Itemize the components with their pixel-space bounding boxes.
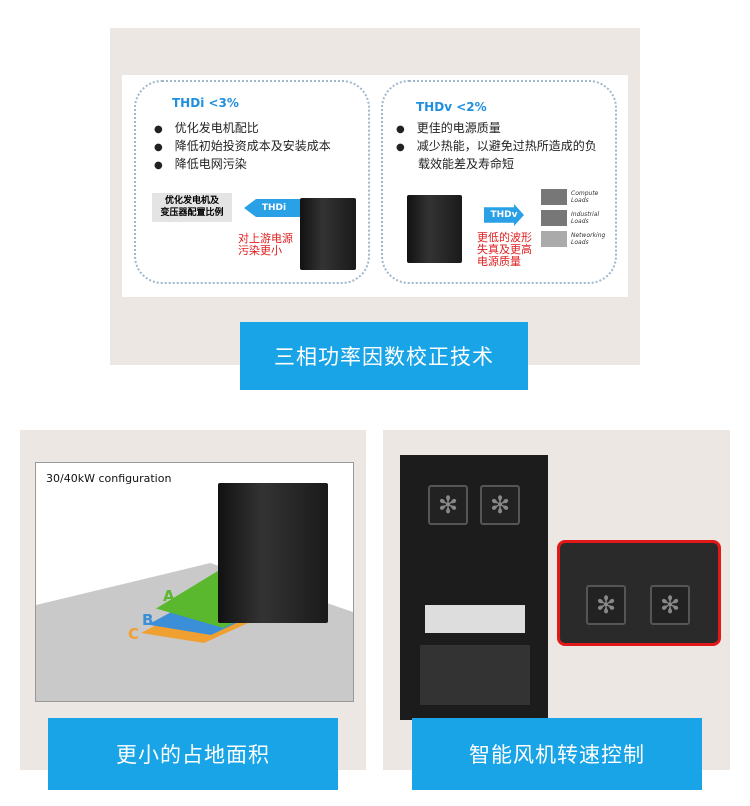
- load-label: Loads: [571, 239, 589, 246]
- ratio-box: 优化发电机及 变压器配置比例: [152, 193, 232, 222]
- caption: 30/40kW configuration: [46, 472, 172, 485]
- bullet: 降低初始投资成本及安装成本: [154, 138, 331, 156]
- bullet: 优化发电机配比: [154, 120, 331, 138]
- ups-rear-image: ✻ ✻: [400, 455, 548, 720]
- note-line: 对上游电源: [238, 232, 293, 245]
- note-line: 电源质量: [477, 255, 521, 268]
- breaker-panel: [425, 605, 525, 633]
- bullet: 减少热能，以避免过热所造成的负载效能差及寿命短: [396, 138, 606, 173]
- ups-image: [407, 195, 462, 263]
- load-label: Industrial: [571, 211, 600, 218]
- fan-label: 智能风机转速控制: [412, 718, 702, 790]
- terminal-panel: [420, 645, 530, 705]
- ratio-line: 变压器配置比例: [160, 208, 224, 218]
- thdv-note: 更低的波形 失真及更高 电源质量: [477, 232, 532, 268]
- fan-icon: ✻: [586, 585, 626, 625]
- fan-inset: ✻ ✻: [557, 540, 721, 646]
- note-line: 污染更小: [238, 244, 282, 257]
- footprint-image: 30/40kW configuration A B C: [35, 462, 354, 702]
- ups-image: [218, 483, 328, 623]
- letter-b: B: [142, 611, 154, 629]
- thdi-bullets: 优化发电机配比 降低初始投资成本及安装成本 降低电网污染: [154, 120, 331, 174]
- fan-icon: ✻: [480, 485, 520, 525]
- note-line: 失真及更高: [477, 243, 532, 256]
- thdi-note: 对上游电源 污染更小: [238, 233, 293, 257]
- letter-a: A: [163, 587, 175, 605]
- thdv-bullets: 更佳的电源质量 减少热能，以避免过热所造成的负载效能差及寿命短: [396, 120, 606, 173]
- industrial-image: [541, 210, 567, 226]
- bullet: 更佳的电源质量: [396, 120, 606, 138]
- load-label: Networking: [571, 232, 606, 239]
- thdi-title: THDi <3%: [172, 96, 239, 110]
- load-label: Loads: [571, 197, 589, 204]
- fan-icon: ✻: [650, 585, 690, 625]
- pfc-label: 三相功率因数校正技术: [240, 322, 528, 390]
- networking-image: [541, 231, 567, 247]
- letter-c: C: [128, 625, 140, 643]
- thdv-title: THDv <2%: [416, 100, 487, 114]
- ups-image: [300, 198, 356, 270]
- footprint-label: 更小的占地面积: [48, 718, 338, 790]
- compute-image: [541, 189, 567, 205]
- fan-icon: ✻: [428, 485, 468, 525]
- load-label: Compute: [571, 190, 599, 197]
- thdi-arrow: THDi: [244, 199, 304, 217]
- thdv-arrow: THDv: [484, 204, 524, 226]
- bullet: 降低电网污染: [154, 156, 331, 174]
- load-label: Loads: [571, 218, 589, 225]
- note-line: 更低的波形: [477, 231, 532, 244]
- ratio-line: 优化发电机及: [164, 196, 219, 206]
